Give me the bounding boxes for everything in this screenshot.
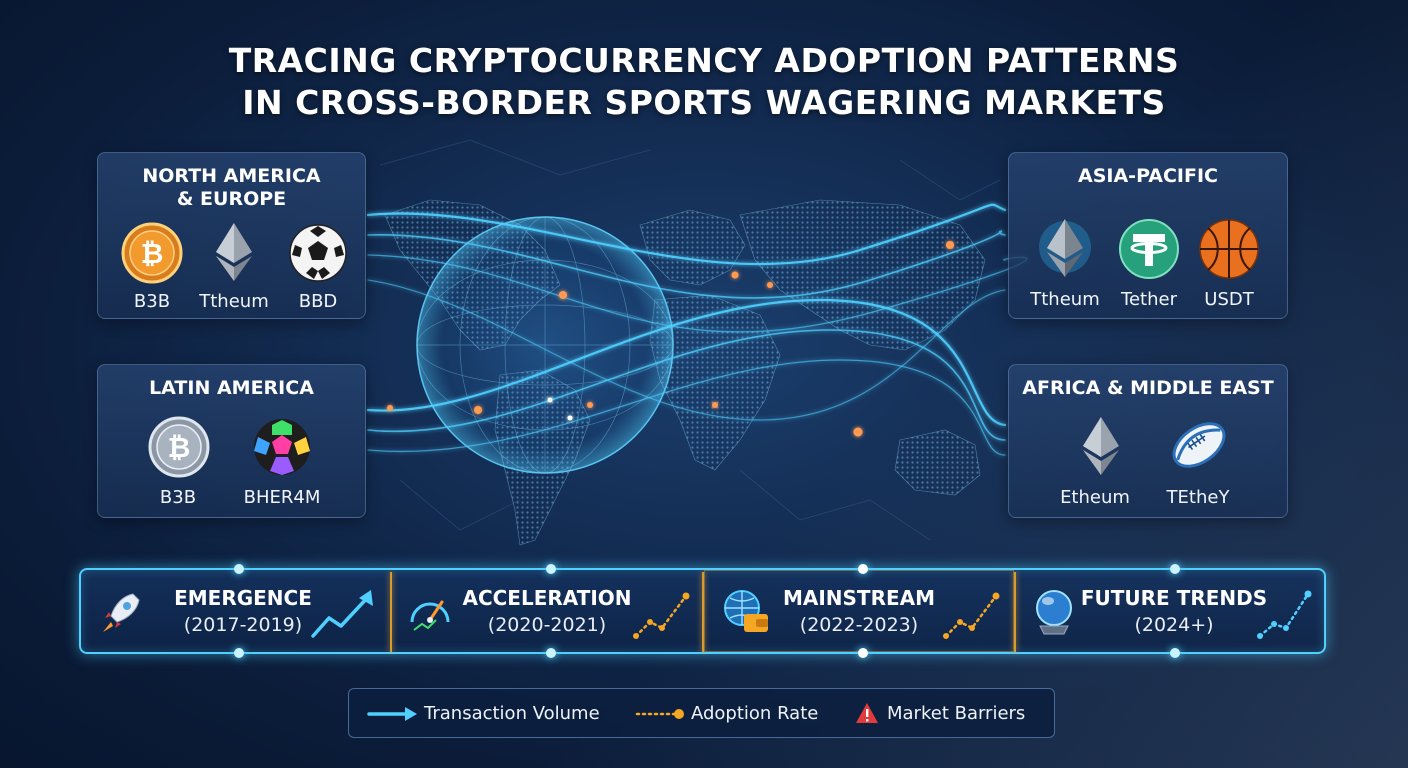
legend: Transaction Volume Adoption Rate Market … [348, 688, 1055, 738]
trend-up-arrow-icon [311, 590, 373, 638]
rugby-ball-icon [1172, 422, 1226, 468]
adoption-timeline: EMERGENCE (2017-2019) ACCELERATION (2020… [79, 564, 1326, 658]
region-panel-north-america-europe: NORTH AMERICA & EUROPE ₿ B3B Ttheum BBD [97, 152, 366, 319]
basketball-icon [1199, 219, 1259, 279]
adoption-rate-trend-icon [633, 592, 690, 639]
timeline-stage-acceleration: ACCELERATION (2020-2021) [392, 570, 702, 652]
stage-title: FUTURE TRENDS [1080, 586, 1268, 610]
page-title: TRACING CRYPTOCURRENCY ADOPTION PATTERNS… [0, 40, 1408, 124]
timeline-stage-future-trends: FUTURE TRENDS (2024+) [1016, 570, 1324, 652]
region-item-label: Ttheum [1030, 289, 1100, 310]
timeline-stage-mainstream: MAINSTREAM (2022-2023) [704, 570, 1014, 652]
stage-years: (2022-2023) [799, 614, 919, 636]
region-item-label: BHER4M [243, 487, 321, 508]
flow-lines [366, 203, 1028, 456]
rocket-icon [103, 593, 140, 632]
timeline-separator [1014, 572, 1016, 652]
title-line-1: TRACING CRYPTOCURRENCY ADOPTION PATTERNS [228, 41, 1180, 80]
legend-market-barriers: Market Barriers [887, 703, 1026, 724]
region-item-label: BBD [298, 291, 338, 312]
region-panel-asia-pacific: ASIA-PACIFIC Ttheum Tether USDT [1008, 152, 1288, 319]
region-title: NORTH AMERICA & EUROPE [98, 165, 365, 211]
region-title: LATIN AMERICA [149, 377, 314, 399]
bitcoin-coin-icon: ₿ [148, 416, 210, 478]
transaction-volume-arrow-icon [367, 707, 417, 721]
hotspot-nodes [387, 241, 954, 437]
timeline-node [234, 564, 244, 574]
legend-transaction-volume: Transaction Volume [424, 703, 600, 724]
timeline-node [858, 564, 868, 574]
bitcoin-coin-icon: ₿ [121, 222, 183, 284]
ethereum-icon [1039, 219, 1091, 277]
future-trend-icon [1257, 590, 1312, 639]
adoption-rate-trend-icon [943, 592, 1000, 639]
region-title-line-1: NORTH AMERICA [142, 165, 321, 187]
svg-text:₿: ₿ [141, 237, 164, 270]
globe-wallet-icon [724, 590, 768, 632]
region-title: ASIA-PACIFIC [1078, 165, 1218, 187]
crystal-ball-icon [1036, 590, 1072, 635]
timeline-node [546, 564, 556, 574]
title-line-2: IN CROSS-BORDER SPORTS WAGERING MARKETS [242, 83, 1166, 122]
legend-adoption-rate: Adoption Rate [691, 703, 819, 724]
stage-title: ACCELERATION [462, 586, 632, 610]
tether-coin-icon [1119, 219, 1179, 279]
region-item-label: Etheum [1060, 487, 1130, 508]
timeline-node [858, 648, 868, 658]
region-item-label: USDT [1204, 289, 1254, 310]
warning-triangle-icon [856, 703, 878, 723]
region-item-label: TEtheY [1166, 487, 1230, 508]
region-title-line-2: & EUROPE [176, 188, 287, 210]
region-item-label: Ttheum [199, 291, 269, 312]
region-panel-africa-middle-east: AFRICA & MIDDLE EAST Etheum TEtheY [1008, 364, 1288, 518]
stage-years: (2020-2021) [487, 614, 607, 636]
ethereum-icon [216, 223, 252, 281]
adoption-rate-line-icon [635, 709, 684, 719]
timeline-stage-emergence: EMERGENCE (2017-2019) [81, 570, 390, 652]
stage-title: EMERGENCE [174, 586, 312, 610]
region-item-label: Tether [1121, 289, 1177, 310]
stage-title: MAINSTREAM [782, 586, 936, 610]
timeline-node [234, 648, 244, 658]
continents [384, 199, 986, 546]
region-title: AFRICA & MIDDLE EAST [1022, 377, 1274, 399]
region-item-label: B3B [133, 291, 171, 312]
timeline-separator [390, 572, 392, 652]
region-item-label: B3B [159, 487, 197, 508]
svg-text:₿: ₿ [168, 431, 191, 464]
stage-years: (2024+) [1134, 614, 1214, 636]
network-grid [379, 139, 1001, 541]
region-panel-latin-america: LATIN AMERICA ₿ B3B BHER4M [97, 364, 366, 518]
colorful-soccer-ball-icon [254, 419, 310, 475]
soccer-ball-icon [289, 224, 347, 282]
speedometer-icon [410, 600, 450, 631]
timeline-node [1170, 648, 1180, 658]
ethereum-icon [1083, 417, 1119, 475]
timeline-node [546, 648, 556, 658]
timeline-separator [702, 572, 704, 652]
stage-years: (2017-2019) [183, 614, 303, 636]
timeline-node [1170, 564, 1180, 574]
